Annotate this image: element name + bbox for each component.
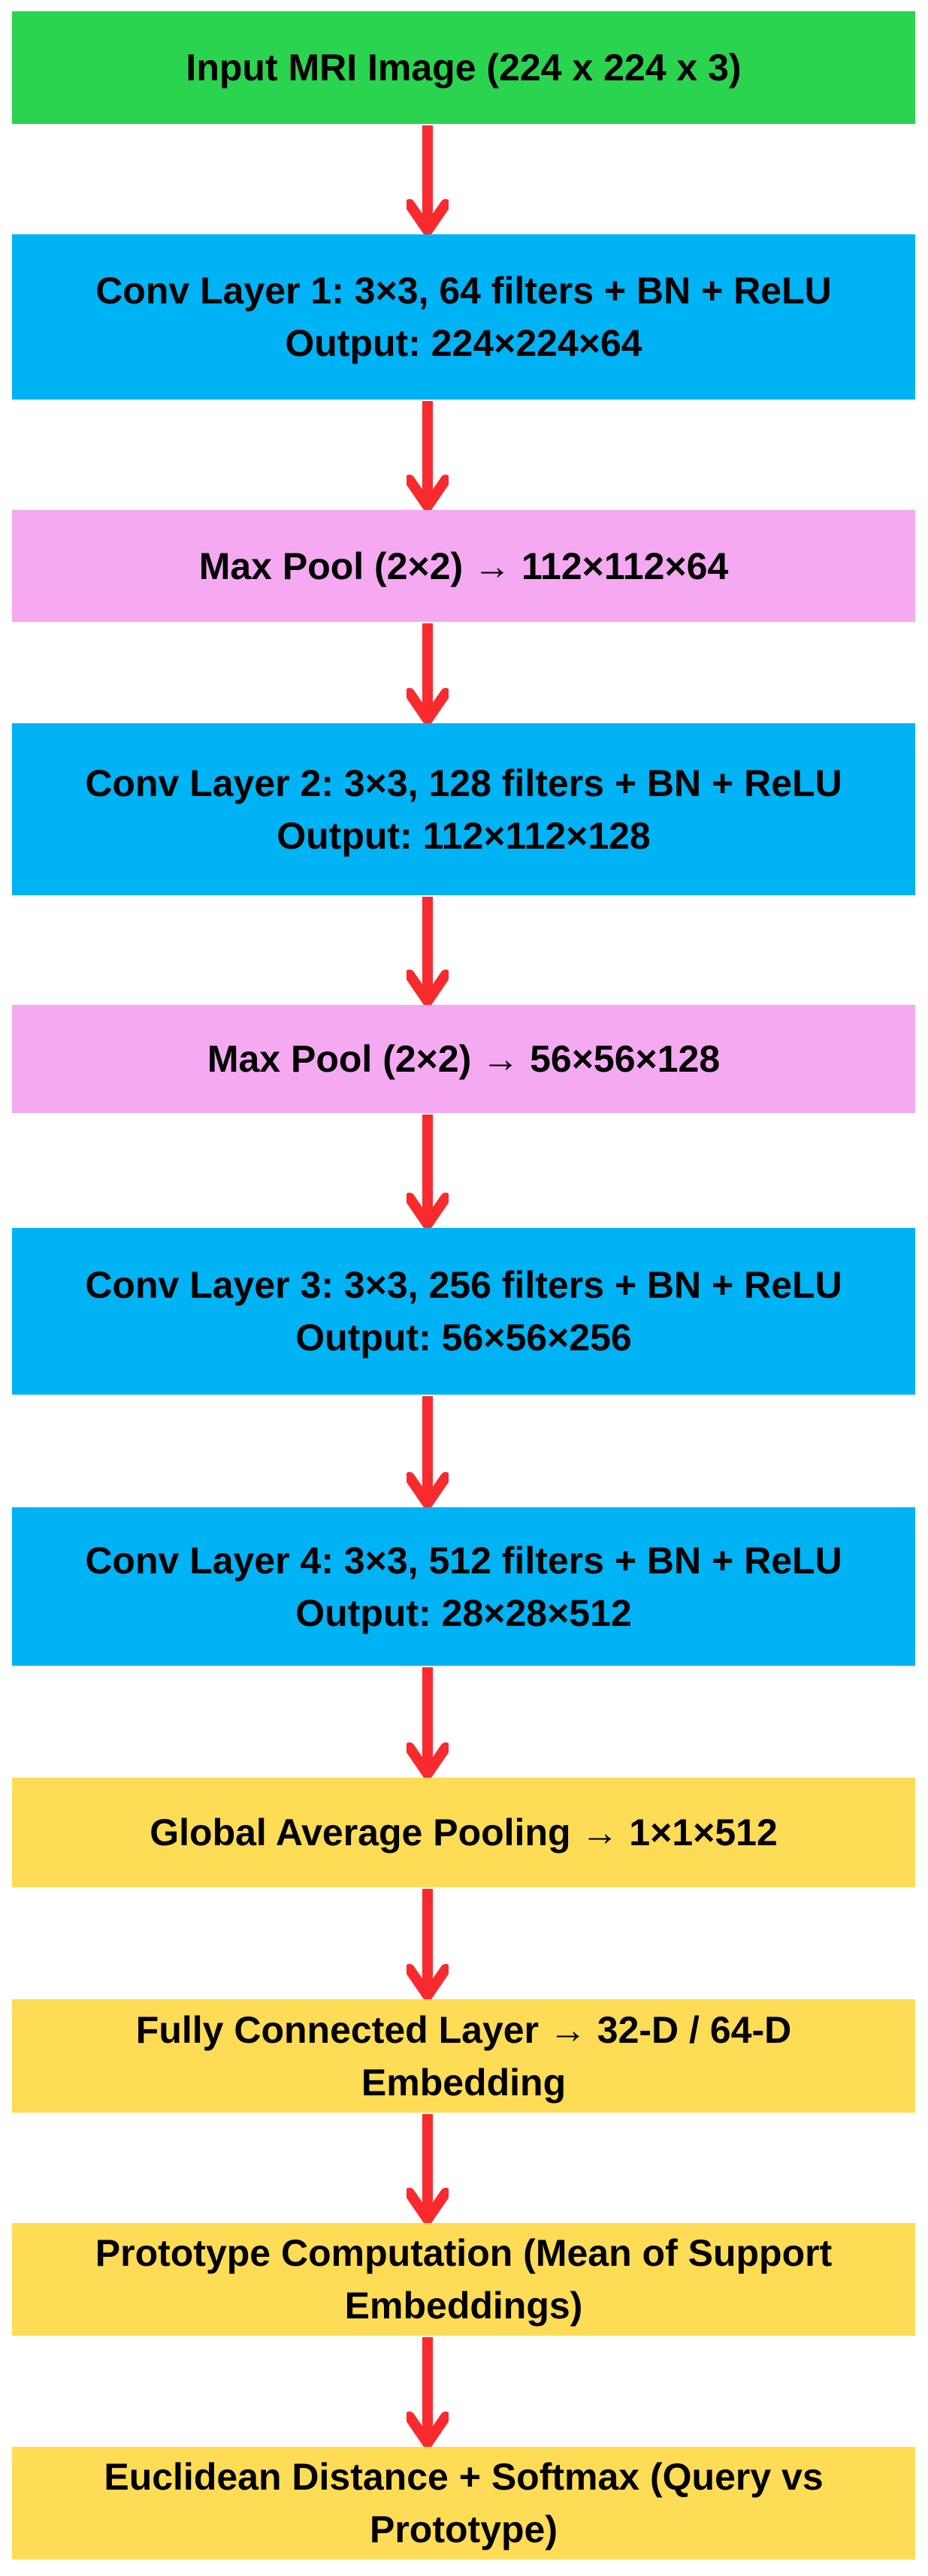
node-label-line: Output: 112×112×128 (277, 814, 651, 857)
node-label-line: Fully Connected Layer → 32-D / 64-D (135, 2008, 792, 2051)
node-label-line: Conv Layer 1: 3×3, 64 filters + BN + ReL… (95, 270, 832, 312)
node-conv-layer-3: Conv Layer 3: 3×3, 256 filters + BN + Re… (12, 1228, 915, 1395)
node-max-pool-1: Max Pool (2×2) → 112×112×64 (12, 510, 915, 622)
node-label-line: Conv Layer 4: 3×3, 512 filters + BN + Re… (85, 1539, 842, 1582)
node-label-line: Conv Layer 2: 3×3, 128 filters + BN + Re… (85, 762, 842, 804)
node-label-line: Max Pool (2×2) → 56×56×128 (207, 1038, 721, 1080)
flow-arrow-9 (407, 2114, 449, 2223)
node-prototype-computation: Prototype Computation (Mean of Support E… (12, 2223, 915, 2336)
node-conv-layer-2: Conv Layer 2: 3×3, 128 filters + BN + Re… (12, 723, 915, 895)
node-label-line: Max Pool (2×2) → 112×112×64 (198, 544, 729, 587)
flow-arrow-4 (407, 897, 449, 1005)
node-label-line: Output: 224×224×64 (285, 322, 642, 364)
node-label-line: Euclidean Distance + Softmax (Query vs (104, 2456, 824, 2498)
node-global-average-pooling: Global Average Pooling → 1×1×512 (12, 1778, 915, 1887)
flow-arrow-6 (407, 1396, 449, 1507)
node-label-line: Conv Layer 3: 3×3, 256 filters + BN + Re… (85, 1264, 842, 1306)
node-conv-layer-4: Conv Layer 4: 3×3, 512 filters + BN + Re… (12, 1507, 915, 1666)
flow-arrow-2 (407, 401, 449, 510)
flow-arrow-10 (407, 2337, 449, 2447)
node-label-line: Output: 56×56×256 (295, 1317, 632, 1359)
node-input-mri: Input MRI Image (224 x 224 x 3) (12, 11, 915, 124)
node-label-line: Input MRI Image (224 x 224 x 3) (186, 47, 742, 89)
node-euclidean-softmax: Euclidean Distance + Softmax (Query vs P… (12, 2447, 915, 2559)
flow-arrow-8 (407, 1889, 449, 1999)
flow-arrow-3 (407, 623, 449, 723)
flow-arrow-1 (407, 125, 449, 234)
node-fully-connected: Fully Connected Layer → 32-D / 64-D Embe… (12, 1999, 915, 2113)
node-label-line: Embedding (361, 2061, 567, 2104)
node-label-line: Embeddings) (344, 2285, 583, 2327)
flow-arrow-5 (407, 1115, 449, 1228)
flow-arrow-7 (407, 1667, 449, 1778)
node-label-line: Output: 28×28×512 (295, 1591, 632, 1634)
node-max-pool-2: Max Pool (2×2) → 56×56×128 (12, 1005, 915, 1113)
node-label-line: Prototype Computation (Mean of Support (95, 2232, 833, 2274)
node-label-line: Global Average Pooling → 1×1×512 (150, 1811, 778, 1854)
node-conv-layer-1: Conv Layer 1: 3×3, 64 filters + BN + ReL… (12, 234, 915, 400)
node-label-line: Prototype) (370, 2508, 558, 2550)
